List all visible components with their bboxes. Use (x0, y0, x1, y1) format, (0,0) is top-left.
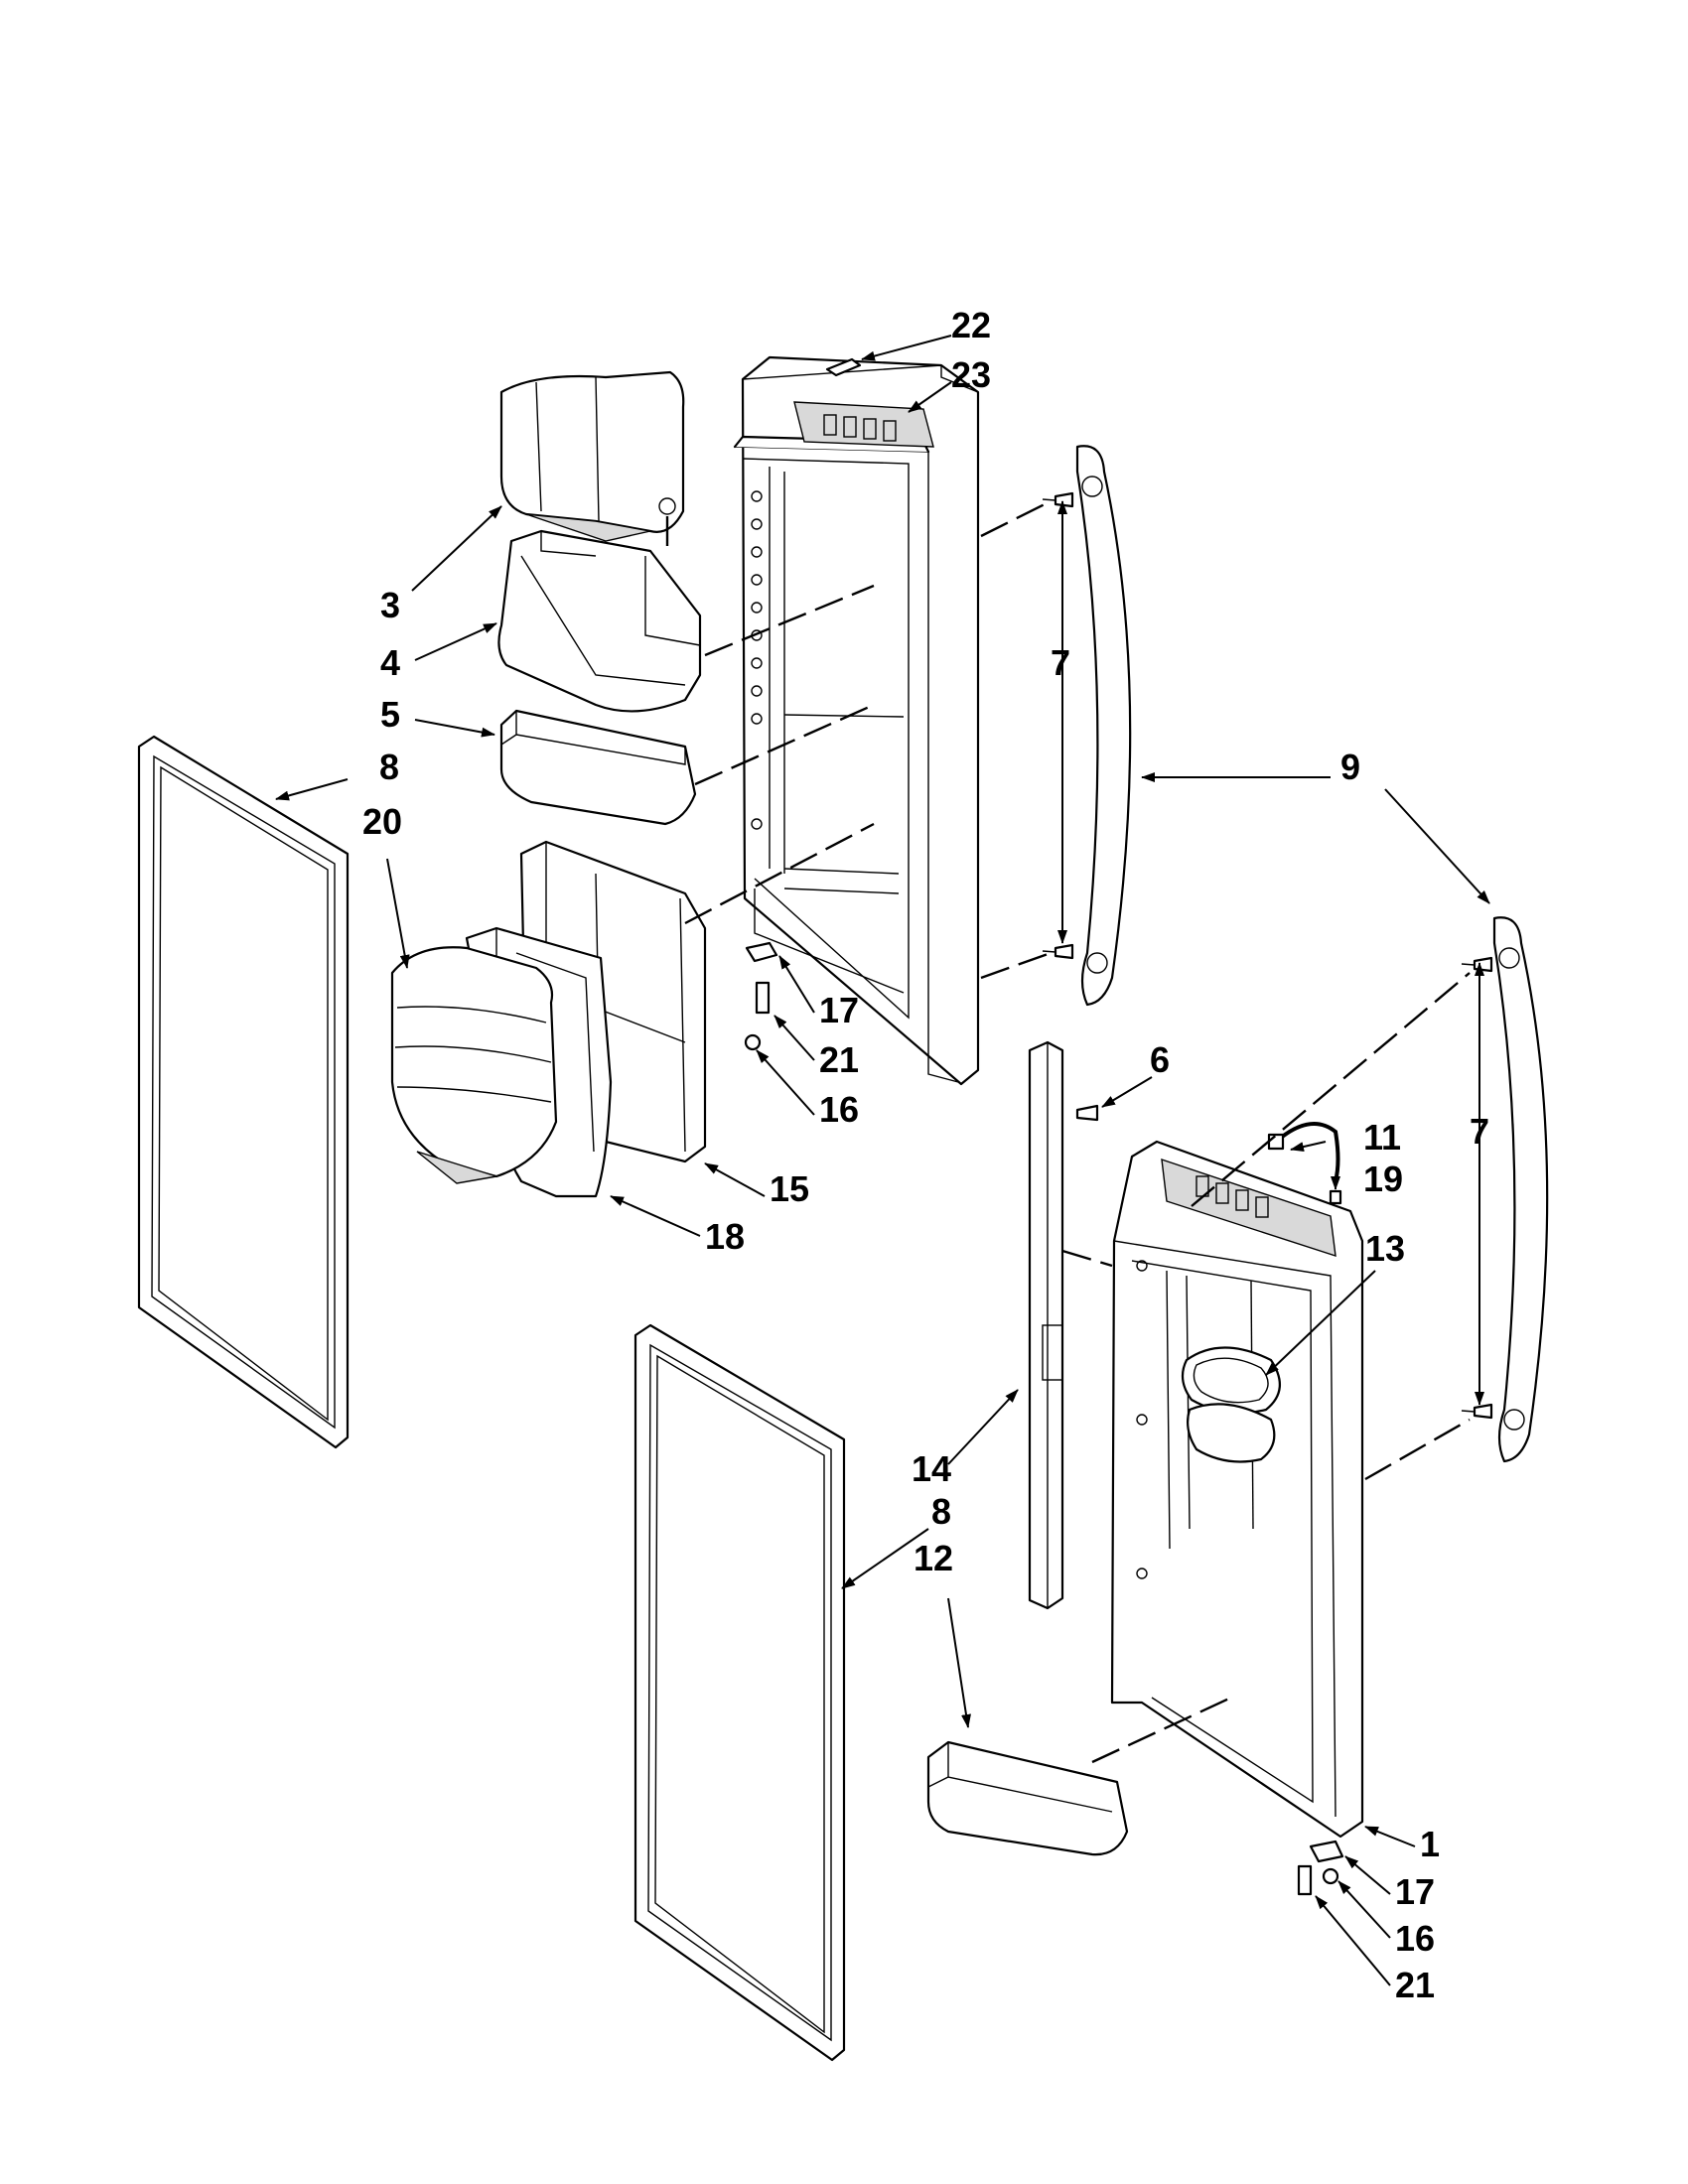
part-6-screw (1075, 1104, 1099, 1122)
part-12-door-bin (926, 1740, 1129, 1856)
part-14-mullion (1028, 1040, 1064, 1610)
part-22-clip (825, 357, 862, 377)
callout-5: 5 (380, 694, 400, 735)
part-20-bin-cover (390, 946, 558, 1184)
part-13-dispenser-opening (1181, 1346, 1281, 1463)
callout-1: 1 (1420, 1824, 1440, 1864)
parts-17-16-21-hinge-right (1297, 1840, 1344, 1896)
part-8-gasket-upper (137, 735, 350, 1449)
part-5-door-bin (499, 709, 697, 826)
callout-18: 18 (705, 1216, 745, 1257)
callout-13: 13 (1365, 1228, 1405, 1269)
callout-16-upper: 16 (819, 1089, 859, 1130)
callout-21-upper: 21 (819, 1039, 859, 1080)
callout-7-lower: 7 (1470, 1111, 1489, 1152)
door-top-vent (793, 401, 934, 448)
part-3-bin-cover (499, 370, 685, 542)
parts-17-21-16-hinge-left (744, 941, 778, 1051)
door-dimples (751, 490, 763, 830)
callout-16-lower: 16 (1395, 1918, 1435, 1959)
assembly-lines (665, 499, 1471, 1764)
right-door-top-vent (1161, 1158, 1336, 1258)
callout-6: 6 (1150, 1039, 1170, 1080)
callout-20: 20 (362, 801, 402, 842)
callout-8-upper: 8 (379, 747, 399, 787)
callout-labels: 22 23 3 4 5 8 20 7 9 17 21 16 15 18 6 11… (362, 305, 1489, 2005)
part-8-gasket-lower (633, 1323, 846, 2062)
part-9-handle-lower (1492, 916, 1549, 1463)
callout-17-upper: 17 (819, 990, 859, 1030)
callout-19: 19 (1363, 1159, 1403, 1199)
callout-23: 23 (951, 354, 991, 395)
callout-21-lower: 21 (1395, 1965, 1435, 2005)
callout-4: 4 (380, 642, 400, 683)
part-1-right-door (1110, 1140, 1364, 1839)
callout-17-lower: 17 (1395, 1871, 1435, 1912)
callout-8-lower: 8 (931, 1491, 951, 1532)
part-7-screws (1042, 491, 1493, 1420)
callout-7-upper: 7 (1051, 642, 1070, 683)
part-4-door-bin (497, 529, 702, 713)
callout-11: 11 (1363, 1117, 1401, 1158)
leader-lines (275, 335, 1490, 1986)
part-9-handle-upper (1075, 445, 1132, 1007)
callout-12: 12 (914, 1538, 953, 1578)
callout-22: 22 (951, 305, 991, 345)
left-door-panel (733, 355, 980, 1086)
callout-15: 15 (770, 1168, 809, 1209)
callout-9: 9 (1340, 747, 1360, 787)
callout-14: 14 (912, 1448, 951, 1489)
callout-3: 3 (380, 585, 400, 625)
